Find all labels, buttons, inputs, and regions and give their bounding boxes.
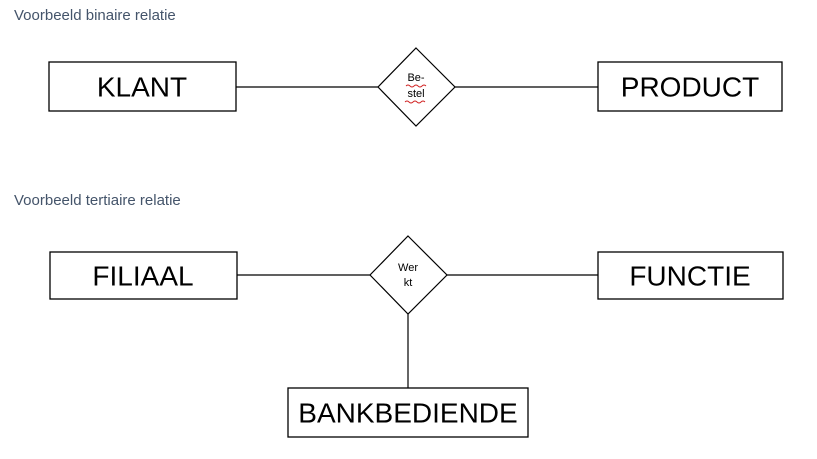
entity-filiaal: FILIAAL (49, 251, 238, 300)
relation-bestel-line2: stel (407, 88, 424, 100)
relation-werkt-line1: Wer (398, 262, 418, 274)
caption-tertiary-relation: Voorbeeld tertiaire relatie (14, 192, 181, 209)
entity-klant: KLANT (48, 61, 237, 112)
entity-bankbediende-label: BANKBEDIENDE (298, 398, 517, 429)
entity-product-label: PRODUCT (621, 72, 759, 103)
entity-klant-label: KLANT (97, 72, 187, 103)
caption-binary-relation: Voorbeeld binaire relatie (14, 7, 176, 24)
spellcheck-underline-line2 (404, 100, 426, 104)
entity-functie-label: FUNCTIE (629, 261, 750, 292)
relation-bestel: Be- stel (377, 47, 456, 127)
spellcheck-underline-line1 (405, 84, 427, 88)
entity-filiaal-label: FILIAAL (92, 261, 193, 292)
relation-bestel-line1: Be- (407, 72, 424, 84)
relation-werkt-line2: kt (404, 277, 413, 289)
relation-werkt: Wer kt (369, 235, 448, 315)
entity-functie: FUNCTIE (597, 251, 784, 300)
entity-bankbediende: BANKBEDIENDE (287, 387, 529, 438)
entity-product: PRODUCT (597, 61, 783, 112)
